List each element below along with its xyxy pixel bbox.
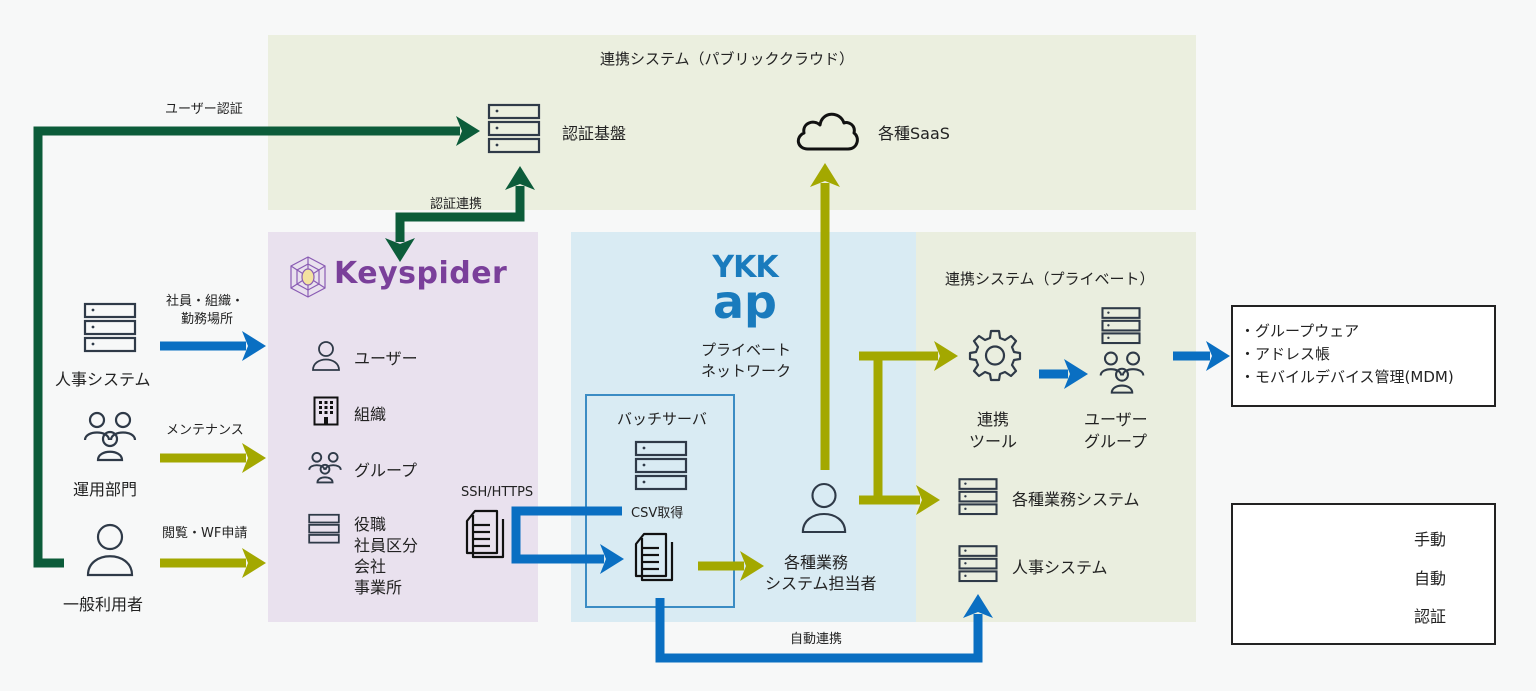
arrowhead [456, 116, 480, 146]
link-tool-label-1: 連携 [977, 410, 1010, 429]
server-icon [83, 302, 137, 353]
server-icon [1101, 307, 1141, 345]
legend-label-auth: 認証 [1414, 607, 1447, 626]
operations-label: 運用部門 [73, 480, 138, 499]
keyspider-item-org: 組織 [354, 405, 387, 424]
business-systems-label: 各種業務システム [1012, 490, 1140, 509]
keyspider-item-user: ユーザー [354, 349, 418, 368]
browse-wf-arrow [160, 548, 266, 578]
building-icon [313, 396, 339, 426]
user-auth-label: ユーザー認証 [165, 102, 243, 117]
server-icon [308, 513, 340, 544]
keyspider-logo-icon [290, 256, 326, 298]
auth-link-arrow [385, 166, 535, 262]
target-item-address-book: ・アドレス帳 [1240, 345, 1331, 363]
linktool-to-group-arrow [1039, 359, 1088, 389]
saas-label: 各種SaaS [878, 124, 950, 143]
cloud-icon [796, 112, 859, 151]
maintenance-label: メンテナンス [166, 423, 244, 438]
user-group-label-1: ユーザー [1084, 410, 1148, 429]
user-icon [312, 341, 340, 371]
auto-link-arrow [655, 594, 993, 663]
targets-box [1231, 305, 1496, 407]
csv-fetch-label: CSV取得 [631, 506, 684, 521]
arrowhead [1206, 341, 1230, 371]
target-item-groupware: ・グループウェア [1240, 322, 1360, 340]
legend-box [1231, 503, 1496, 645]
ssh-https-label: SSH/HTTPS [461, 485, 534, 500]
hr-system-label: 人事システム [55, 370, 151, 389]
system-owner-label-1: 各種業務 [784, 553, 849, 572]
keyspider-item-group: グループ [354, 461, 418, 480]
user-auth-arrow [33, 116, 480, 568]
arrowhead [963, 594, 993, 618]
general-user-label: 一般利用者 [63, 595, 144, 614]
arrowhead [242, 443, 266, 473]
keyspider-brand: Keyspider [334, 256, 508, 291]
group-icon [83, 411, 137, 462]
server-icon [634, 440, 688, 491]
arrowhead [242, 548, 266, 578]
arrowhead [934, 341, 958, 371]
hr-data-label-1: 社員・組織・ [166, 294, 245, 309]
user-group-label-2: グループ [1084, 432, 1148, 451]
keyspider-attr-office: 事業所 [354, 578, 403, 597]
browse-wf-label: 閲覧・WF申請 [162, 526, 248, 541]
keyspider-attr-position: 役職 [354, 515, 387, 534]
hr-to-keyspider-arrow [160, 331, 266, 361]
private-network-title-2: ネットワーク [701, 362, 792, 380]
system-owner-label-2: システム担当者 [765, 574, 877, 593]
public-cloud-title: 連携システム（パブリッククラウド） [600, 50, 854, 68]
auth-platform-label: 認証基盤 [562, 124, 627, 143]
private-system-title: 連携システム（プライベート） [945, 270, 1155, 288]
link-tool-label-2: ツール [969, 432, 1018, 451]
hr-data-label-2: 勤務場所 [181, 312, 234, 327]
document-icon [634, 532, 674, 582]
user-icon [801, 482, 847, 534]
server-icon [958, 545, 998, 583]
public-cloud-zone [268, 35, 1196, 210]
auto-link-label: 自動連携 [790, 632, 843, 647]
private-network-title-1: プライベート [701, 341, 792, 359]
document-icon [465, 509, 505, 559]
batch-to-owner-arrow [698, 551, 764, 581]
arrowhead [810, 163, 840, 187]
gear-icon [968, 329, 1022, 382]
csv-fetch-arrow [511, 506, 624, 574]
legend-label-auto: 自動 [1414, 569, 1447, 588]
ykk-brand-top: YKK [712, 250, 778, 285]
private-hr-system-label: 人事システム [1012, 558, 1108, 577]
group-to-targets-arrow [1173, 341, 1230, 371]
keyspider-attr-company: 会社 [354, 557, 387, 576]
arrowhead [600, 544, 624, 574]
arrowhead [1064, 359, 1088, 389]
target-item-mdm: ・モバイルデバイス管理(MDM) [1240, 368, 1454, 386]
owner-to-linktool-arrow [859, 341, 958, 371]
arrowhead [916, 485, 940, 515]
server-icon [958, 478, 998, 516]
batch-server-label: バッチサーバ [617, 410, 707, 428]
legend-label-manual: 手動 [1414, 530, 1447, 549]
maintenance-arrow [160, 443, 266, 473]
arrowhead [505, 166, 535, 190]
arrowhead [740, 551, 764, 581]
owner-to-business-arrow [859, 485, 940, 515]
auth-link-label: 認証連携 [430, 197, 483, 212]
arrowhead [242, 331, 266, 361]
group-icon [1099, 351, 1145, 394]
keyspider-attr-employee-type: 社員区分 [354, 536, 419, 555]
server-icon [487, 103, 541, 154]
private-system-zone [916, 232, 1196, 622]
user-icon [86, 523, 134, 577]
arrowhead [385, 238, 415, 262]
group-icon [308, 451, 342, 484]
ykk-brand-bottom: ap [713, 275, 777, 329]
owner-to-saas-arrow [810, 163, 840, 470]
